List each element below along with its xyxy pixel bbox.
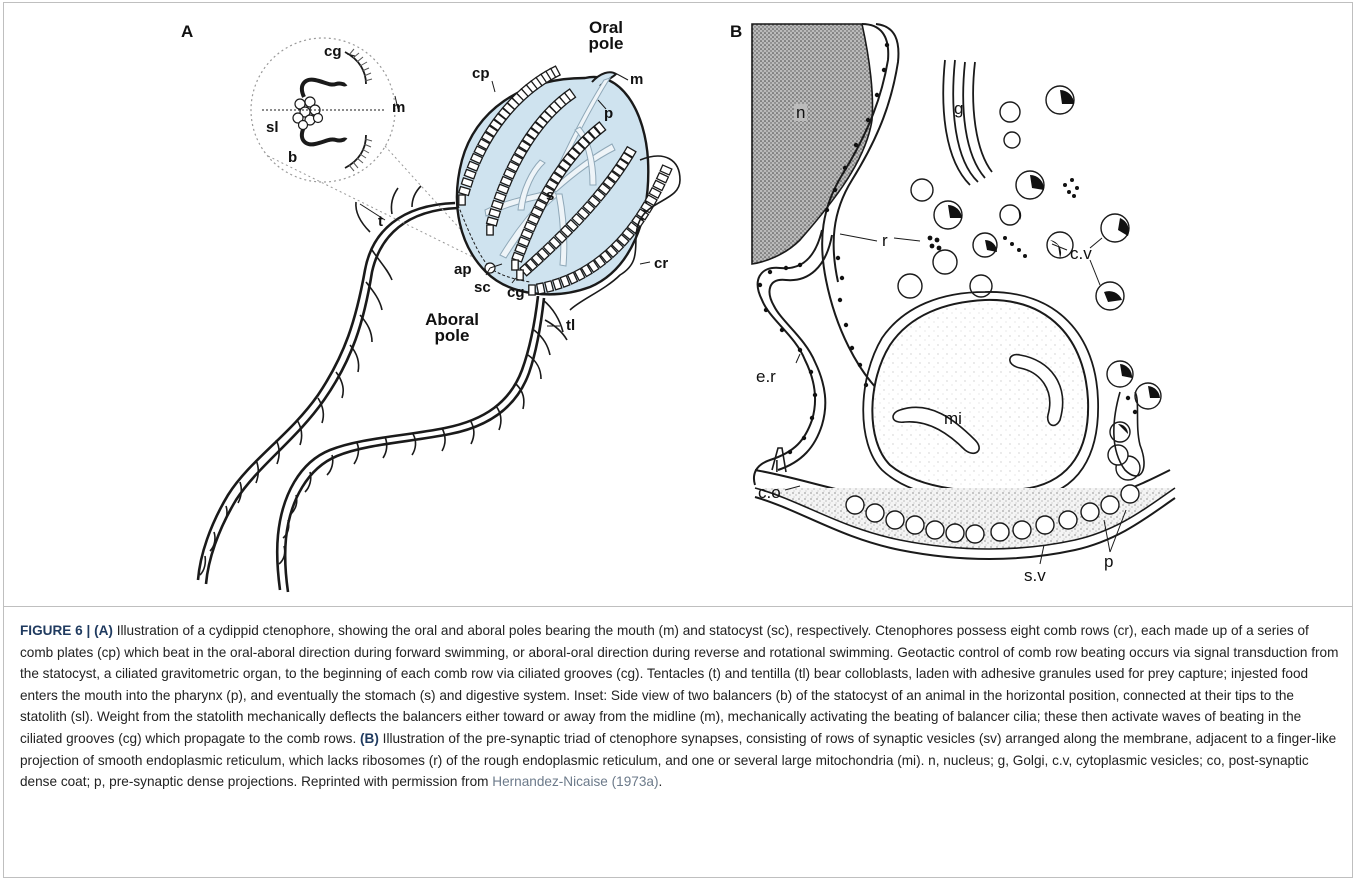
caption-part-a-text: Illustration of a cydippid ctenophore, s… — [20, 623, 1338, 746]
golgi — [943, 60, 992, 185]
label-n-nucleus: n — [794, 104, 807, 121]
comb-plate — [512, 260, 518, 270]
label-sv-synaptic-vesicles: s.v — [1024, 567, 1046, 584]
label-cr-comb-row: cr — [654, 256, 668, 271]
label-cg-inset: cg — [324, 44, 342, 59]
label-s-stomach: s — [546, 188, 554, 203]
comb-plate — [529, 285, 535, 295]
label-p-pharynx: p — [604, 106, 613, 121]
tentilla-left — [200, 186, 421, 575]
label-cp-comb-plates: cp — [472, 66, 490, 81]
label-m-midline: m — [392, 100, 405, 115]
mitochondrion — [863, 292, 1098, 501]
label-m-mouth: m — [630, 72, 643, 87]
label-sc-statocyst: sc — [474, 280, 491, 295]
label-sl-statolith: sl — [266, 120, 279, 135]
ctenophore-body — [457, 66, 680, 310]
caption-end: . — [658, 774, 662, 789]
comb-plate — [517, 270, 523, 280]
label-t-tentacle: t — [378, 214, 383, 229]
label-er: e.r — [756, 368, 776, 385]
figure-number: FIGURE 6 | — [20, 623, 90, 638]
label-ap: ap — [454, 262, 472, 277]
label-mi-mitochondrion: mi — [944, 410, 962, 427]
label-cv-vesicles: c.v — [1070, 245, 1092, 262]
tentacle-left — [198, 203, 458, 584]
panel-b-letter: B — [730, 22, 742, 42]
comb-plate — [537, 283, 545, 294]
label-cg-ciliated-groove: cg — [507, 285, 525, 300]
reference-link[interactable]: Hernandez-Nicaise (1973a) — [492, 774, 658, 789]
caption-divider — [3, 606, 1353, 607]
label-b-balancer: b — [288, 150, 297, 165]
tentacle-right — [277, 296, 544, 592]
label-r-ribosomes: r — [882, 232, 888, 249]
label-g-golgi: g — [954, 100, 963, 117]
caption-part-a-label: (A) — [94, 623, 113, 638]
label-co-dense-coat: c.o — [758, 484, 781, 501]
oral-pole-line2: pole — [578, 36, 634, 52]
inset-statocyst — [251, 38, 490, 264]
aboral-pole-label: Aboral pole — [418, 312, 486, 344]
comb-plate — [459, 195, 465, 205]
label-p-projections: p — [1104, 553, 1113, 570]
caption-part-b-label: (B) — [360, 731, 379, 746]
comb-plate — [487, 225, 493, 235]
label-l: l — [775, 458, 779, 475]
panel-a-letter: A — [181, 22, 193, 42]
oral-pole-label: Oral pole — [578, 20, 634, 52]
figure-caption: FIGURE 6 | (A) Illustration of a cydippi… — [20, 620, 1340, 793]
panel-b-drawing — [752, 24, 1175, 564]
label-tl-tentilla: tl — [566, 318, 575, 333]
aboral-pole-line2: pole — [418, 328, 486, 344]
